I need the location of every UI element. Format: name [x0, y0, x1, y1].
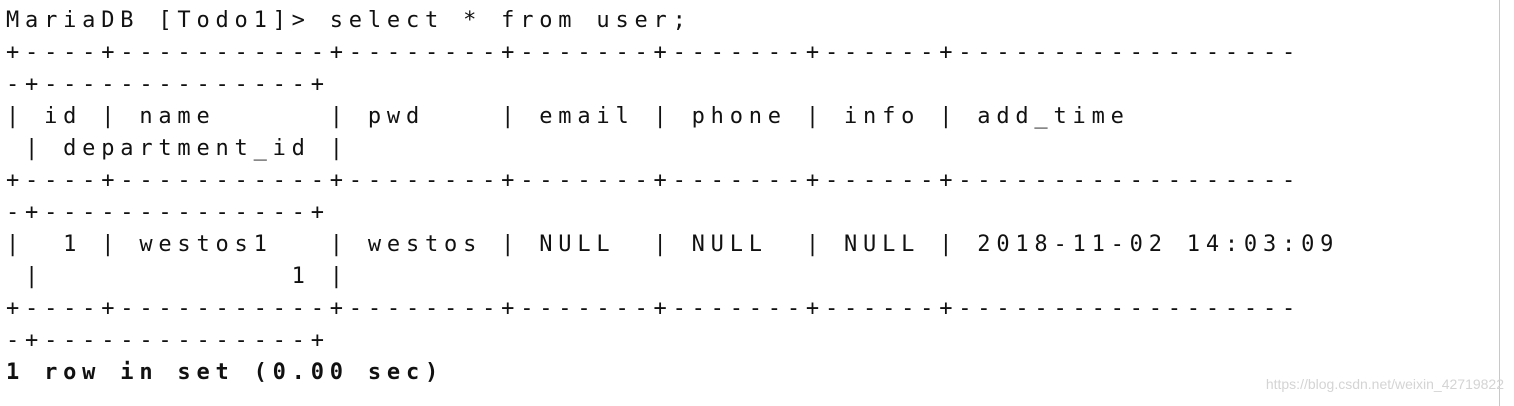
table-row: | 1 | westos1 | westos | NULL | NULL | N…: [6, 232, 1340, 257]
table-row-wrap: | 1 |: [6, 264, 349, 289]
table-border-mid: +----+-----------+--------+-------+-----…: [6, 168, 1302, 193]
command-prompt-line: MariaDB [Todo1]> select * from user;: [6, 8, 692, 33]
table-header-row: | id | name | pwd | email | phone | info…: [6, 104, 1130, 129]
table-border-bottom-wrap: -+--------------+: [6, 328, 330, 353]
watermark-text: https://blog.csdn.net/weixin_42719822: [1265, 376, 1504, 392]
scrollbar-track[interactable]: [1499, 0, 1514, 406]
table-border-bottom: +----+-----------+--------+-------+-----…: [6, 296, 1302, 321]
table-border-top: +----+-----------+--------+-------+-----…: [6, 40, 1302, 65]
table-header-row-wrap: | department_id |: [6, 136, 349, 161]
table-border-mid-wrap: -+--------------+: [6, 200, 330, 225]
result-summary: 1 row in set (0.00 sec): [6, 360, 445, 385]
table-border-top-wrap: -+--------------+: [6, 72, 330, 97]
